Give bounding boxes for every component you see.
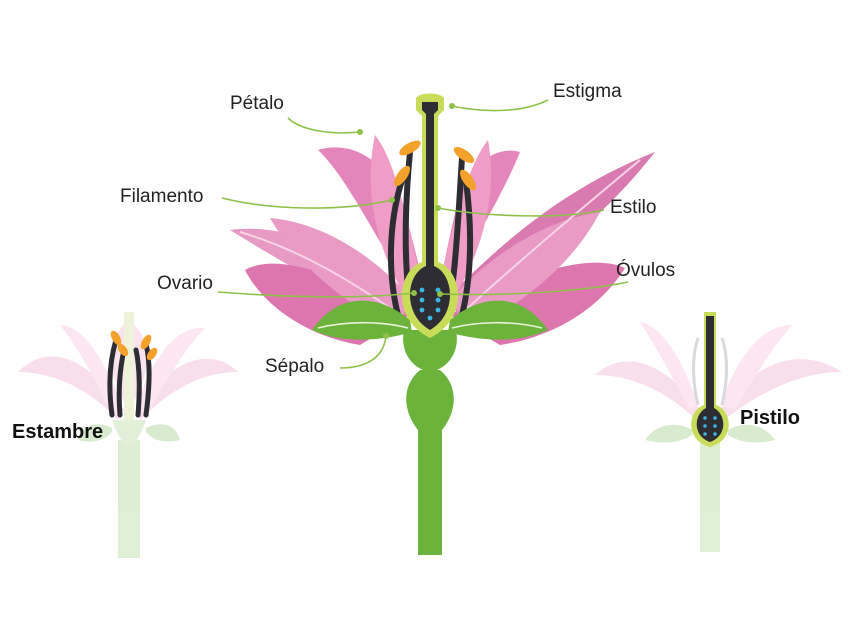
pistil-flower-sepal-left: [645, 425, 692, 443]
stamen-flower-receptacle: [112, 420, 146, 445]
leader-dot-sepalo: [383, 333, 389, 339]
label-ovario: Ovario: [157, 273, 213, 294]
stamen-flower-sepal-right: [146, 424, 180, 441]
pistil-highlight: [691, 312, 729, 447]
stamen-flower-style: [124, 312, 134, 420]
pistil-style-body: [410, 102, 450, 330]
pistil-ovule: [713, 424, 717, 428]
pistil-ovule: [713, 432, 717, 436]
pistil-ovule: [713, 416, 717, 420]
pistil-style: [697, 316, 724, 442]
label-sepalo: Sépalo: [265, 356, 324, 377]
leader-dot-estigma: [449, 103, 455, 109]
label-estilo: Estilo: [610, 197, 656, 218]
label-pistilo: Pistilo: [740, 407, 800, 429]
stem: [406, 370, 454, 555]
leader-estigma: [452, 100, 548, 111]
leader-dot-ovario: [411, 290, 417, 296]
label-ovulos: Óvulos: [616, 259, 675, 281]
ovule: [420, 288, 425, 293]
pistil-flower-stem: [700, 440, 720, 552]
leader-dot-estilo: [435, 205, 441, 211]
leader-dot-petalo: [357, 129, 363, 135]
main-flower: [230, 94, 655, 556]
ovule: [420, 298, 425, 303]
leader-dot-filamento: [389, 197, 395, 203]
ovule: [428, 316, 433, 321]
label-estambre: Estambre: [12, 421, 103, 443]
leader-dot-ovulos: [437, 291, 443, 297]
label-filamento: Filamento: [120, 186, 203, 207]
leader-petalo: [288, 118, 360, 133]
label-estigma: Estigma: [553, 81, 622, 102]
pistil-ovule: [703, 416, 707, 420]
ovule: [436, 298, 441, 303]
label-petalo: Pétalo: [230, 93, 284, 114]
ovule: [436, 308, 441, 313]
pistil-ovule: [703, 432, 707, 436]
ovule: [420, 308, 425, 313]
stamen-flower-stem: [118, 440, 140, 558]
pistil-ovule: [703, 424, 707, 428]
